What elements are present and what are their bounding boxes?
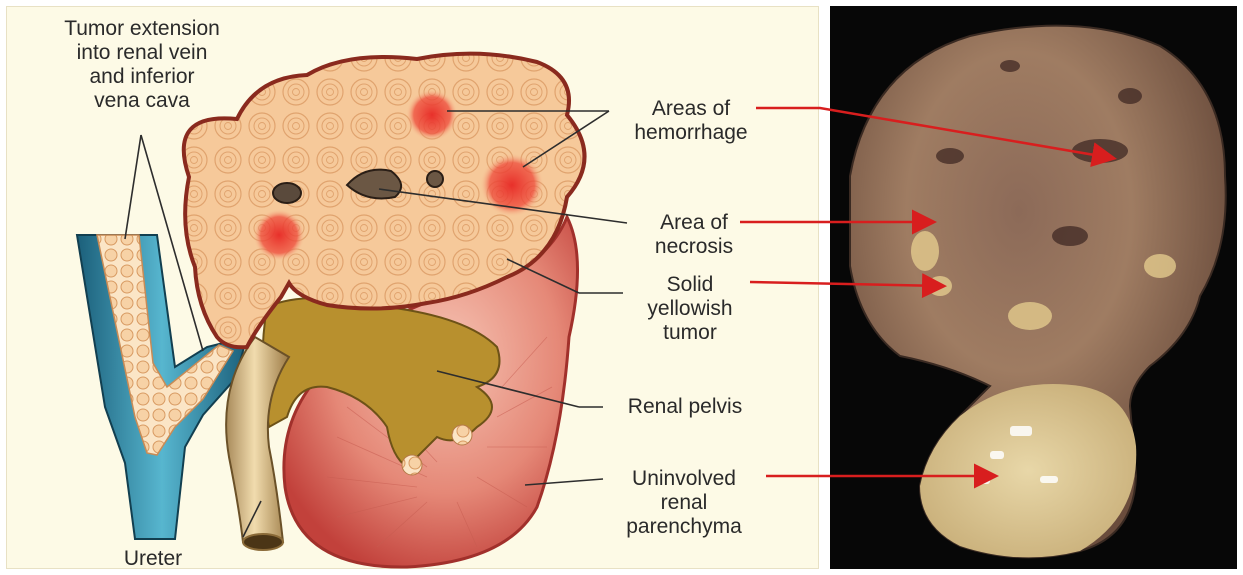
tumor-extension-label: Tumor extension into renal vein and infe… — [37, 17, 247, 113]
hemorrhage-label: Areas of hemorrhage — [611, 97, 771, 145]
necrosis-label: Area of necrosis — [629, 211, 759, 259]
uninvolved-parenchyma-label: Uninvolved renal parenchyma — [599, 467, 769, 539]
ureter-label: Ureter — [113, 547, 193, 571]
solid-tumor-label: Solid yellowish tumor — [625, 273, 755, 345]
kidney-specimen-photo — [830, 6, 1237, 569]
illustration-panel: Tumor extension into renal vein and infe… — [6, 6, 819, 569]
hemorrhage-spot — [406, 89, 458, 141]
top-border — [0, 0, 1243, 6]
renal-pelvis-label: Renal pelvis — [605, 395, 765, 419]
hemorrhage-spot — [253, 209, 305, 261]
specimen-photo-panel — [830, 6, 1237, 569]
